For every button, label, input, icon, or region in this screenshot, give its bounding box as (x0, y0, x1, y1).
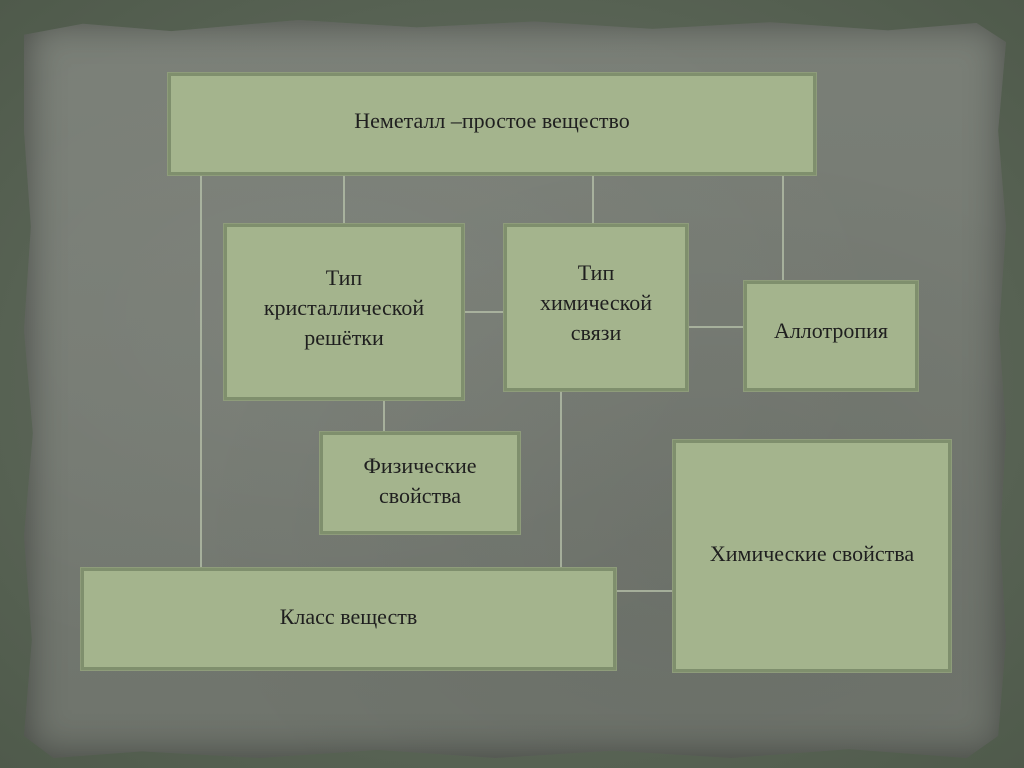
node-chemical-bond: Тип химической связи (504, 224, 688, 391)
node-crystal-lattice: Тип кристаллической решётки (224, 224, 464, 400)
node-substance-class-label: Класс веществ (279, 604, 418, 629)
node-substance-class: Класс веществ (81, 568, 616, 670)
node-crystal-lattice-label: Тип кристаллической решётки (263, 265, 425, 350)
node-physical-properties-label: Физические свойства (363, 453, 477, 508)
node-nonmetal: Неметалл –простое вещество (168, 73, 816, 175)
node-chemical-properties-label: Химические свойства (709, 540, 915, 566)
node-nonmetal-label: Неметалл –простое вещество (354, 108, 630, 133)
node-chemical-bond-label: Тип химической связи (540, 259, 652, 345)
node-chemical-properties: Химические свойства (673, 440, 951, 672)
node-allotropy: Аллотропия (744, 281, 918, 391)
node-allotropy-label: Аллотропия (773, 318, 889, 343)
node-physical-properties: Физические свойства (320, 432, 520, 534)
